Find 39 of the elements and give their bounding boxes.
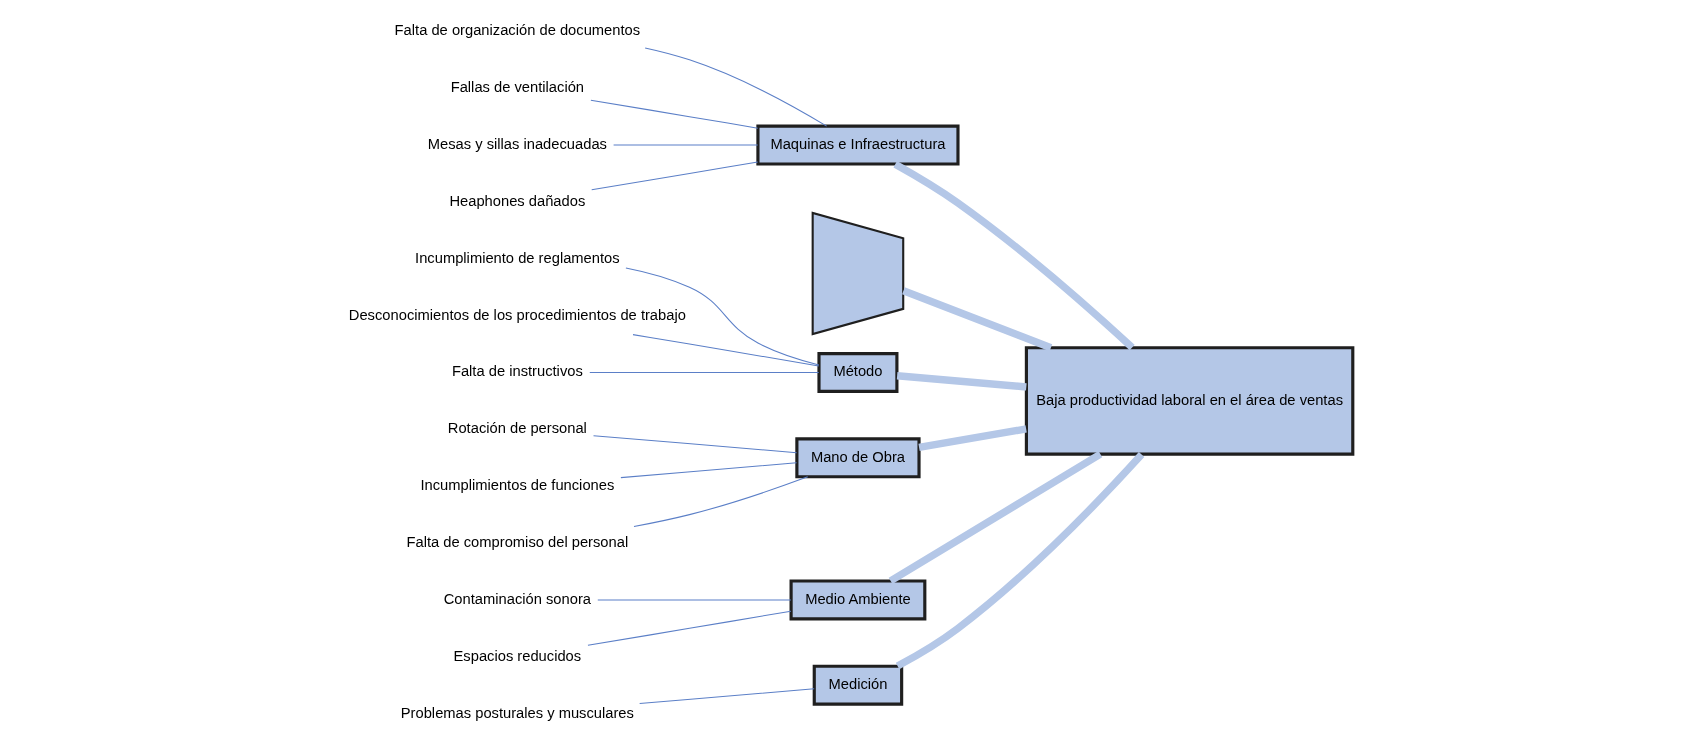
node-text: Rotación de personal: [447, 420, 587, 437]
connector: [896, 372, 1027, 391]
node-text: Falta de compromiso del personal: [406, 533, 629, 550]
node-box: Medio Ambiente: [789, 579, 927, 621]
connector: [633, 476, 809, 527]
connector: [597, 599, 792, 601]
node-text: Falta de organización de documentos: [394, 22, 641, 39]
node-text: Heaphones dañados: [449, 192, 586, 209]
connector: [590, 99, 759, 129]
node-trapezoid: [811, 211, 905, 336]
node-text: Incumplimientos de funciones: [420, 477, 615, 494]
node-box: Medición: [812, 664, 904, 706]
node-box: Maquinas e Infraestructura: [756, 124, 960, 166]
node-text: Fallas de ventilación: [450, 79, 585, 96]
connector: [888, 451, 1103, 584]
connector: [593, 435, 798, 454]
node-text: Problemas posturales y musculares: [400, 704, 634, 721]
node-text: Desconocimientos de los procedimientos de trabajo: [348, 306, 686, 323]
connector: [589, 371, 820, 374]
node-text: Contaminación sonora: [443, 590, 591, 607]
connector: [639, 688, 815, 704]
node-text: Falta de instructivos: [451, 363, 583, 380]
connector: [613, 144, 759, 146]
connector: [591, 161, 759, 191]
node-box: Mano de Obra: [795, 437, 921, 479]
node-text: Mesas y sillas inadecuadas: [427, 135, 607, 152]
connector: [587, 610, 792, 646]
connector: [625, 267, 820, 366]
node-text: Espacios reducidos: [453, 647, 582, 664]
connector: [620, 462, 798, 479]
connector: [893, 161, 1135, 351]
node-box: Método: [817, 351, 899, 394]
connector: [918, 425, 1027, 452]
connector: [644, 47, 828, 127]
connector: [632, 334, 820, 367]
connector: [902, 287, 1053, 352]
node-box: Baja productividad laboral en el área de ventas: [1024, 346, 1355, 456]
node-text: Incumplimiento de reglamentos: [415, 249, 620, 266]
connector: [895, 452, 1145, 670]
